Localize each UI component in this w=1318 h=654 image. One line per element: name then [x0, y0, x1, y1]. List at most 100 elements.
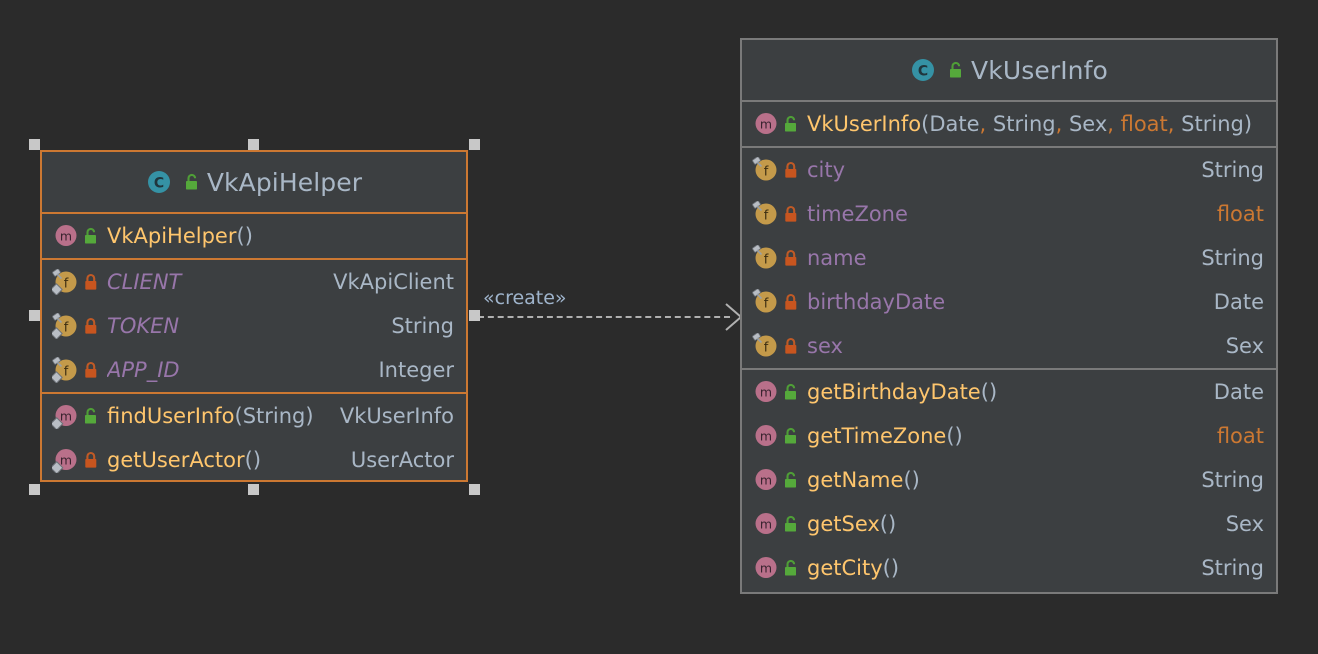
class-node-vk-api-helper[interactable]: C VkApiHelper m VkApiHelper() f CLIENT Vk… — [40, 150, 468, 482]
member-type: VkUserInfo — [339, 404, 454, 428]
unlock-green-icon — [783, 514, 799, 534]
svg-text:C: C — [918, 64, 928, 80]
member-type: Date — [1213, 290, 1264, 314]
method-row[interactable]: m getTimeZone() float — [742, 414, 1276, 458]
selection-handle-ne[interactable] — [469, 139, 480, 150]
selection-handle-se[interactable] — [469, 484, 480, 495]
member-label: getCity() — [807, 556, 900, 580]
method-row[interactable]: m findUserInfo(String) VkUserInfo — [42, 394, 466, 438]
member-type: String — [1201, 468, 1264, 492]
selection-handle-nw[interactable] — [29, 139, 40, 150]
lock-orange-icon — [83, 272, 99, 292]
method-icon: m — [752, 111, 778, 137]
svg-text:f: f — [764, 165, 769, 180]
lock-orange-icon — [783, 292, 799, 312]
method-row[interactable]: m getSex() Sex — [742, 502, 1276, 546]
svg-text:f: f — [64, 277, 69, 292]
unlock-green-icon — [783, 114, 799, 134]
member-label: CLIENT — [107, 270, 182, 294]
lock-orange-icon — [783, 336, 799, 356]
method-icon: m — [52, 223, 78, 249]
field-icon: f — [50, 356, 78, 384]
lock-orange-icon — [783, 160, 799, 180]
member-label: findUserInfo(String) — [107, 404, 314, 428]
member-type: String — [1201, 556, 1264, 580]
method-icon: m — [50, 403, 78, 431]
member-label: VkApiHelper() — [107, 224, 253, 248]
selection-handle-e[interactable] — [469, 310, 480, 321]
compartment-constructors: m VkUserInfo(Date, String, Sex, float, S… — [742, 102, 1276, 148]
svg-text:m: m — [60, 453, 72, 468]
member-type: Date — [1213, 380, 1264, 404]
method-icon: m — [752, 423, 778, 449]
svg-text:m: m — [760, 117, 772, 132]
svg-text:f: f — [64, 365, 69, 380]
svg-text:m: m — [760, 517, 772, 532]
member-type: String — [391, 314, 454, 338]
lock-orange-icon — [783, 248, 799, 268]
unlock-green-icon — [184, 172, 200, 192]
field-icon: f — [50, 268, 78, 296]
member-type: VkApiClient — [333, 270, 454, 294]
svg-text:m: m — [760, 385, 772, 400]
member-label: getSex() — [807, 512, 897, 536]
selection-handle-sw[interactable] — [29, 484, 40, 495]
member-type: Integer — [378, 358, 454, 382]
class-name: VkApiHelper — [206, 167, 363, 197]
field-icon: f — [752, 244, 778, 271]
lock-orange-icon — [83, 316, 99, 336]
edge-label-create: «create» — [483, 287, 567, 309]
method-row[interactable]: m VkApiHelper() — [42, 214, 466, 258]
member-label: VkUserInfo(Date, String, Sex, float, Str… — [807, 112, 1253, 136]
method-icon: m — [50, 447, 78, 475]
class-icon: C — [146, 169, 172, 195]
member-label: APP_ID — [107, 358, 180, 382]
member-label: getUserActor() — [107, 448, 262, 472]
selection-handle-w[interactable] — [29, 310, 40, 321]
field-icon: f — [752, 288, 778, 315]
method-row[interactable]: m getUserActor() UserActor — [42, 438, 466, 482]
selection-handle-n[interactable] — [248, 139, 259, 150]
class-node-vk-user-info[interactable]: C VkUserInfo m VkUserInfo(Date, String, … — [740, 38, 1278, 594]
class-name: VkUserInfo — [971, 55, 1108, 85]
svg-text:m: m — [760, 473, 772, 488]
method-row[interactable]: m getBirthdayDate()Date — [742, 370, 1276, 414]
method-row[interactable]: m VkUserInfo(Date, String, Sex, float, S… — [742, 102, 1276, 146]
lock-orange-icon — [83, 360, 99, 380]
field-icon: f — [752, 156, 778, 183]
member-type: float — [1216, 424, 1264, 448]
member-type: Sex — [1225, 512, 1264, 536]
method-row[interactable]: m getName()String — [742, 458, 1276, 502]
svg-text:m: m — [60, 229, 72, 244]
svg-text:f: f — [764, 341, 769, 356]
svg-text:m: m — [760, 561, 772, 576]
unlock-green-icon — [783, 426, 799, 446]
svg-text:f: f — [764, 253, 769, 268]
unlock-green-icon — [783, 382, 799, 402]
unlock-green-icon — [783, 558, 799, 578]
member-type: String — [1201, 246, 1264, 270]
field-row[interactable]: f APP_ID Integer — [42, 348, 466, 392]
member-type: float — [1216, 202, 1264, 226]
class-icon: C — [910, 57, 936, 83]
dependency-line[interactable] — [478, 316, 730, 318]
method-icon: m — [752, 555, 778, 581]
selection-handle-s[interactable] — [248, 484, 259, 495]
class-node-header[interactable]: C VkApiHelper — [42, 152, 466, 214]
class-node-header[interactable]: C VkUserInfo — [742, 40, 1276, 102]
field-row[interactable]: f CLIENT VkApiClient — [42, 260, 466, 304]
svg-text:f: f — [64, 321, 69, 336]
method-icon: m — [752, 467, 778, 493]
method-row[interactable]: m getCity() String — [742, 546, 1276, 590]
member-label: getTimeZone() — [807, 424, 963, 448]
member-type: UserActor — [350, 448, 454, 472]
